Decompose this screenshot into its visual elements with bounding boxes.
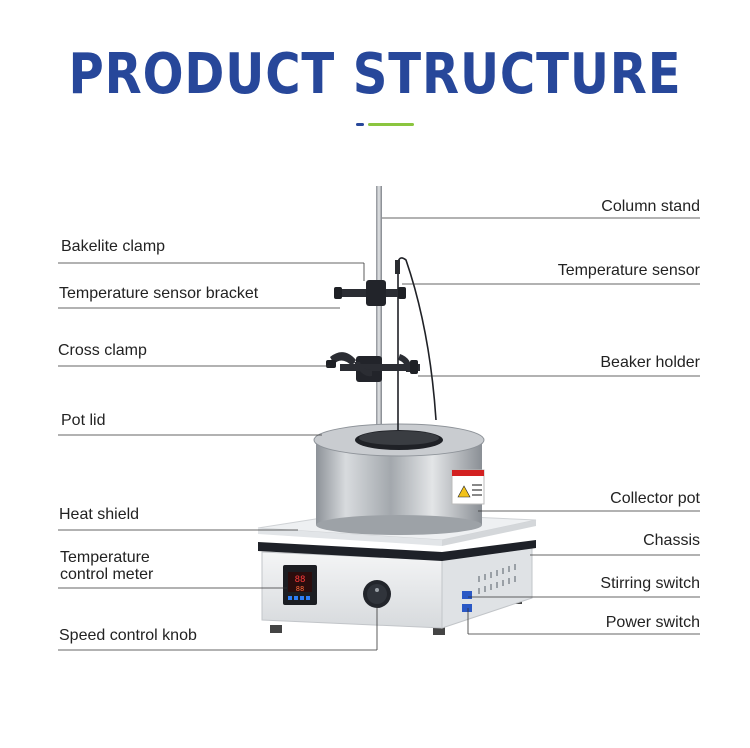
temperature-sensor-cable <box>397 257 437 430</box>
column-stand <box>376 186 382 476</box>
chassis-side <box>441 547 533 629</box>
label-power-switch: Power switch <box>605 614 700 631</box>
temperature-sensor-bracket <box>334 280 406 306</box>
label-temperature-sensor-bracket: Temperature sensor bracket <box>59 285 259 302</box>
foot <box>270 625 282 633</box>
label-bakelite-clamp: Bakelite clamp <box>61 238 166 255</box>
accent-bar-green <box>368 123 414 126</box>
temperature-control-meter: 88 88 <box>283 565 317 605</box>
label-temperature-control-meter-line2: control meter <box>60 566 154 583</box>
label-beaker-holder: Beaker holder <box>600 354 700 371</box>
label-heat-shield: Heat shield <box>59 506 140 523</box>
label-temperature-sensor: Temperature sensor <box>557 262 700 279</box>
leader-lines <box>58 217 700 651</box>
meter-reading-top: 88 <box>295 575 306 585</box>
label-chassis: Chassis <box>643 532 700 549</box>
accent-bar-dark <box>356 123 364 126</box>
label-temperature-control-meter-line1: Temperature <box>60 549 150 566</box>
chassis-band <box>258 540 536 561</box>
foot <box>433 627 445 635</box>
label-speed-control-knob: Speed control knob <box>59 627 197 644</box>
beaker-holder <box>340 354 420 377</box>
collector-pot <box>313 423 485 535</box>
page-title: PRODUCT STRUCTURE <box>68 42 682 107</box>
speed-control-knob <box>363 580 391 608</box>
label-column-stand: Column stand <box>601 198 700 215</box>
power-switch <box>462 604 472 612</box>
label-collector-pot: Collector pot <box>610 490 700 507</box>
meter-reading-bottom: 88 <box>296 585 304 593</box>
label-pot-lid: Pot lid <box>61 412 106 429</box>
label-stirring-switch: Stirring switch <box>600 575 700 592</box>
stirring-switch <box>462 591 472 599</box>
label-cross-clamp: Cross clamp <box>58 342 147 359</box>
temperature-sensor <box>395 260 400 274</box>
vent-grille <box>478 564 516 594</box>
